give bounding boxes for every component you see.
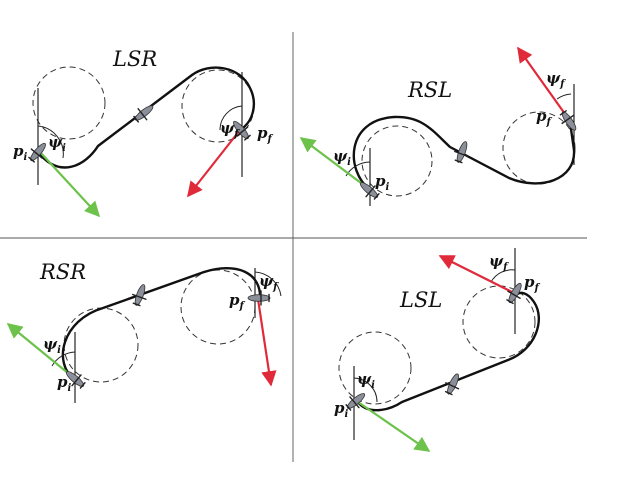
final-heading-arrow [256,298,277,387]
turn-circle-initial [361,125,433,197]
turn-circle-final [180,269,256,345]
heading-angle-arc-final [490,269,516,283]
aircraft-icon [128,281,152,309]
final-heading-arrow [187,129,241,198]
label-initial-heading-angle: ψi [357,370,375,391]
label-initial-heading-angle: ψi [48,133,66,154]
final-heading-arrow [517,46,571,122]
aircraft-icon [556,107,582,135]
label-final-heading-angle: ψf [489,252,509,273]
turn-circle-initial [32,66,106,140]
dubins-path [355,291,540,412]
initial-heading-arrow [357,401,431,452]
label-final-position: pf [536,107,553,128]
panel-title: RSL [407,78,452,102]
panel-rsl: RSL pi pf ψi ψf [299,46,582,206]
label-final-position: pf [257,124,274,145]
panel-lsr: LSR pi pf ψi ψf [13,47,274,218]
label-final-position: pf [229,291,246,312]
dubins-path [36,66,255,169]
panel-lsl: LSL pi pf ψi ψf [334,248,541,452]
label-final-heading-angle: ψf [546,69,566,90]
heading-angle-arc-final [556,93,572,100]
label-initial-heading-angle: ψi [43,335,61,356]
turn-circle-final [502,111,576,185]
label-initial-heading-angle: ψi [333,147,351,168]
label-initial-position: pi [57,373,72,394]
heading-angle-arc-initial [37,125,64,159]
heading-angle-arc-final [254,271,282,297]
label-initial-position: pi [375,172,390,193]
label-final-heading-angle: ψf [259,272,279,293]
turn-circle-initial [338,331,412,405]
heading-angle-arc-initial [345,161,371,177]
label-initial-position: pi [13,142,28,163]
panel-title: RSR [39,260,86,284]
initial-heading-arrow [299,137,370,190]
heading-angle-arc-final [219,105,243,131]
heading-angle-arc-initial [51,351,76,367]
aircraft-icon [450,138,474,166]
dubins-path [352,115,576,192]
panel-title: LSL [399,288,442,312]
turn-circle-final [462,285,536,359]
heading-angle-arc-initial [353,377,378,403]
initial-heading-arrow [6,323,75,379]
label-final-heading-angle: ψf [220,119,240,140]
final-heading-arrow [438,255,515,294]
label-final-position: pf [524,273,541,294]
label-initial-position: pi [334,399,349,420]
panel-title: LSR [112,47,157,71]
panel-rsr: RSR pi pf ψi ψf [6,260,282,403]
initial-heading-arrow [39,151,101,218]
dubins-path [61,267,262,382]
